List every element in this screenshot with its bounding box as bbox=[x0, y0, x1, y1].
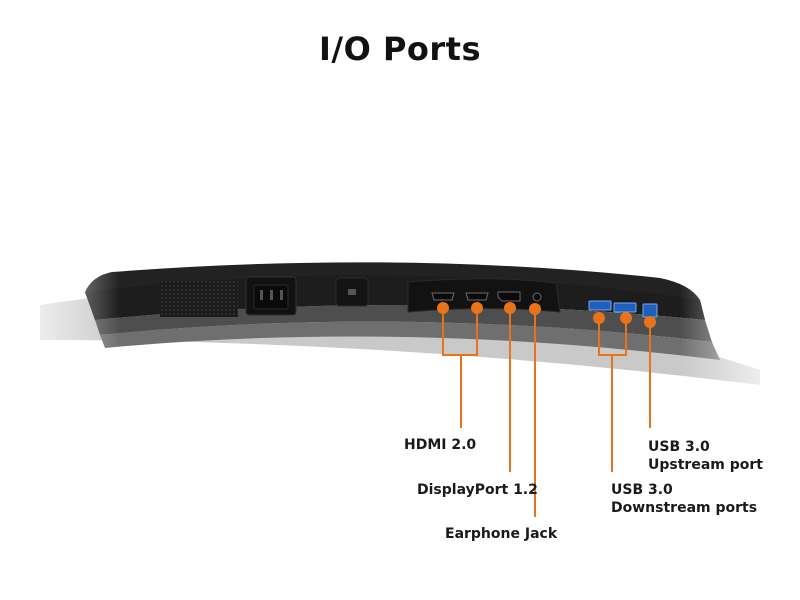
label-usb-downstream-line2: Downstream ports bbox=[611, 500, 758, 516]
label-usb-upstream-line2: Upstream port bbox=[648, 457, 763, 473]
displayport-port bbox=[497, 291, 521, 302]
usb-down-2-marker bbox=[620, 312, 632, 324]
earphone-marker bbox=[529, 303, 541, 315]
usb-down-1-marker bbox=[593, 312, 605, 324]
label-earphone: Earphone Jack bbox=[445, 526, 558, 542]
callout-dots bbox=[437, 302, 656, 328]
hdmi-port-1 bbox=[431, 292, 455, 301]
usb-upstream-port bbox=[642, 303, 658, 318]
label-hdmi: HDMI 2.0 bbox=[404, 437, 477, 453]
label-usb-downstream: USB 3.0 Downstream ports bbox=[611, 481, 757, 517]
earphone-jack bbox=[532, 292, 542, 302]
vent-grille bbox=[160, 281, 238, 317]
label-displayport: DisplayPort 1.2 bbox=[417, 482, 538, 498]
usb-downstream-port-2 bbox=[613, 302, 637, 313]
hdmi-port-2 bbox=[465, 292, 489, 301]
monitor-body bbox=[0, 260, 800, 390]
power-inlet bbox=[245, 276, 297, 316]
label-usb-upstream-line1: USB 3.0 bbox=[648, 439, 710, 455]
usb-up-marker bbox=[644, 316, 656, 328]
label-usb-upstream: USB 3.0 Upstream port bbox=[648, 438, 763, 474]
callout-lines bbox=[442, 310, 651, 517]
usb-downstream-port-1 bbox=[588, 300, 612, 311]
displayport-marker bbox=[504, 302, 516, 314]
hdmi-1-marker bbox=[437, 302, 449, 314]
label-usb-downstream-line1: USB 3.0 bbox=[611, 482, 673, 498]
page-title: I/O Ports bbox=[319, 30, 481, 68]
lock-slot bbox=[335, 277, 369, 307]
hdmi-2-marker bbox=[471, 302, 483, 314]
